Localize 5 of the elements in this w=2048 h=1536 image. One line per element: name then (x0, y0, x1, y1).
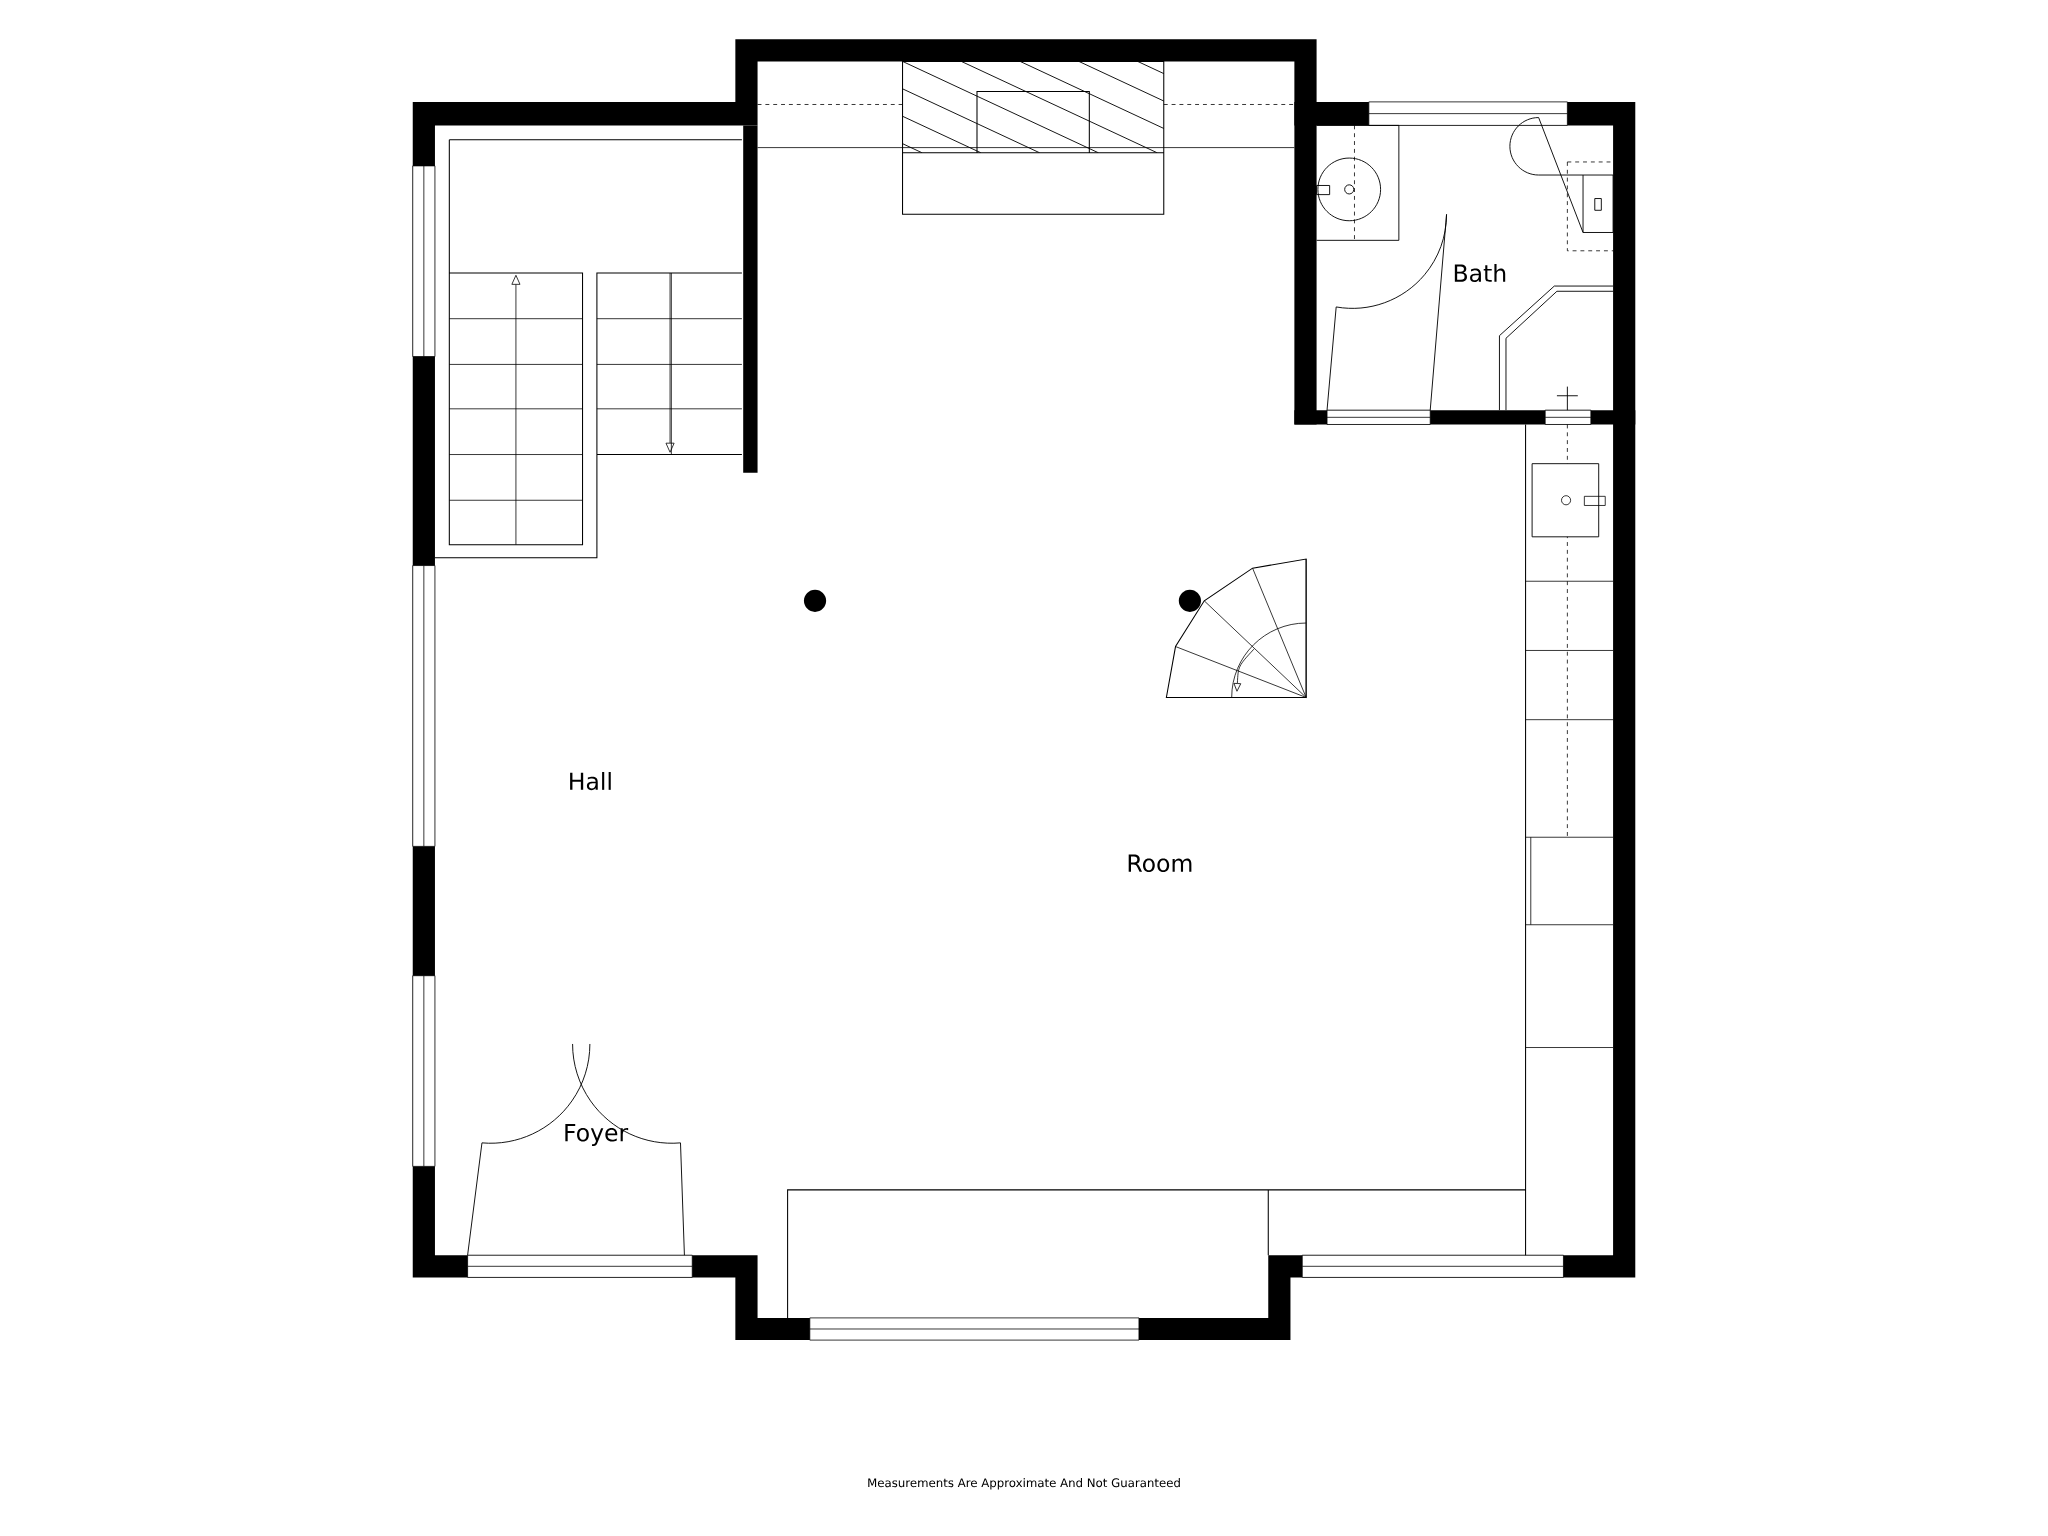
disclaimer-text: Measurements Are Approximate And Not Guaranteed (868, 1478, 1180, 1490)
room-label: Room (1128, 854, 1192, 873)
room-label: Foyer (565, 1124, 629, 1147)
room-label: Hall (570, 772, 611, 791)
room-label: Bath (1454, 263, 1506, 283)
